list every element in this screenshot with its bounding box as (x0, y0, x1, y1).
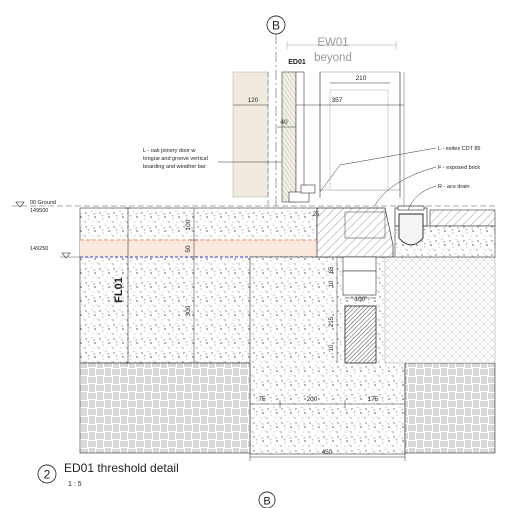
threshold-step (316, 207, 394, 258)
gridline-label-bottom: B (263, 496, 270, 508)
svg-text:357: 357 (332, 97, 343, 104)
note-brick: F - exposed brick (374, 165, 480, 206)
svg-text:boarding and weather bar: boarding and weather bar (143, 164, 206, 170)
level-ground: 00 Ground 149500 (12, 200, 495, 214)
svg-text:210: 210 (356, 75, 367, 82)
aco-drain (394, 205, 428, 246)
dimension-210: 210 (330, 75, 390, 84)
foundation-concrete (249, 256, 406, 455)
svg-text:100: 100 (355, 296, 366, 303)
svg-text:tongue and groove vertical: tongue and groove vertical (143, 156, 208, 162)
hardcore-right (404, 362, 496, 454)
dimension-row-foundation: 75 200 175 (250, 396, 405, 408)
wall-tag-note: beyond (314, 52, 352, 64)
insulation-layer (80, 240, 317, 257)
gridline-b-top: B (266, 15, 286, 208)
svg-text:75: 75 (258, 396, 266, 403)
door-tag-label: ED01 (288, 59, 306, 66)
level-ground-name: 00 Ground (30, 200, 56, 206)
svg-text:175: 175 (368, 396, 379, 403)
note-door: L - oak joinery door w tongue and groove… (143, 148, 282, 170)
svg-text:50: 50 (185, 245, 192, 253)
title-name: ED01 threshold detail (64, 461, 179, 475)
dimension-100-brick: 100 (345, 296, 376, 303)
dimension-stack-slab: 100 50 300 (185, 208, 198, 363)
svg-text:215: 215 (329, 316, 335, 327)
note-insulation: L - exitex CDT 85 (319, 146, 481, 193)
svg-text:65: 65 (329, 266, 335, 273)
external-ground (384, 256, 496, 364)
dimension-25: 25 (313, 212, 320, 218)
svg-text:10: 10 (329, 280, 335, 287)
svg-text:40: 40 (280, 119, 288, 126)
floor-tag: FL01 (113, 207, 131, 364)
dimension-357: 357 (296, 97, 404, 106)
dimension-450: 450 (249, 449, 406, 461)
wall-elevation-beyond (232, 71, 405, 210)
note-drain: R - aco drain (407, 184, 470, 211)
svg-text:F - exposed brick: F - exposed brick (438, 165, 480, 171)
svg-text:R - aco drain: R - aco drain (438, 184, 470, 190)
dimension-stack-brick: 65 10 215 10 (329, 257, 338, 363)
drawing-title: 2 ED01 threshold detail 1 : 5 (37, 461, 179, 488)
dimension-40: 40 (277, 119, 296, 128)
svg-text:120: 120 (248, 97, 259, 104)
svg-text:300: 300 (185, 305, 192, 316)
floor-tag-label: FL01 (113, 277, 125, 303)
gridline-b-bottom: B (258, 491, 276, 508)
svg-text:L - exitex CDT 85: L - exitex CDT 85 (438, 146, 481, 152)
level-ground-value: 149500 (30, 208, 48, 214)
title-scale: 1 : 5 (68, 481, 82, 488)
external-paving (429, 209, 496, 227)
svg-text:10: 10 (329, 344, 335, 351)
level-slab: 149250 (30, 246, 80, 259)
svg-text:100: 100 (185, 219, 192, 230)
dimension-120: 120 (233, 97, 268, 106)
svg-text:25: 25 (313, 212, 320, 218)
wall-tag: EW01 beyond ED01 (286, 37, 397, 66)
hardcore-left (79, 362, 251, 454)
brick-plinth (342, 256, 377, 364)
svg-text:L - oak joinery door w: L - oak joinery door w (143, 148, 195, 154)
svg-text:200: 200 (307, 396, 318, 403)
title-number: 2 (44, 468, 51, 482)
svg-text:450: 450 (322, 449, 333, 456)
gridline-label-top: B (272, 19, 280, 33)
wall-tag-label: EW01 (317, 37, 348, 49)
level-slab-value: 149250 (30, 246, 48, 252)
